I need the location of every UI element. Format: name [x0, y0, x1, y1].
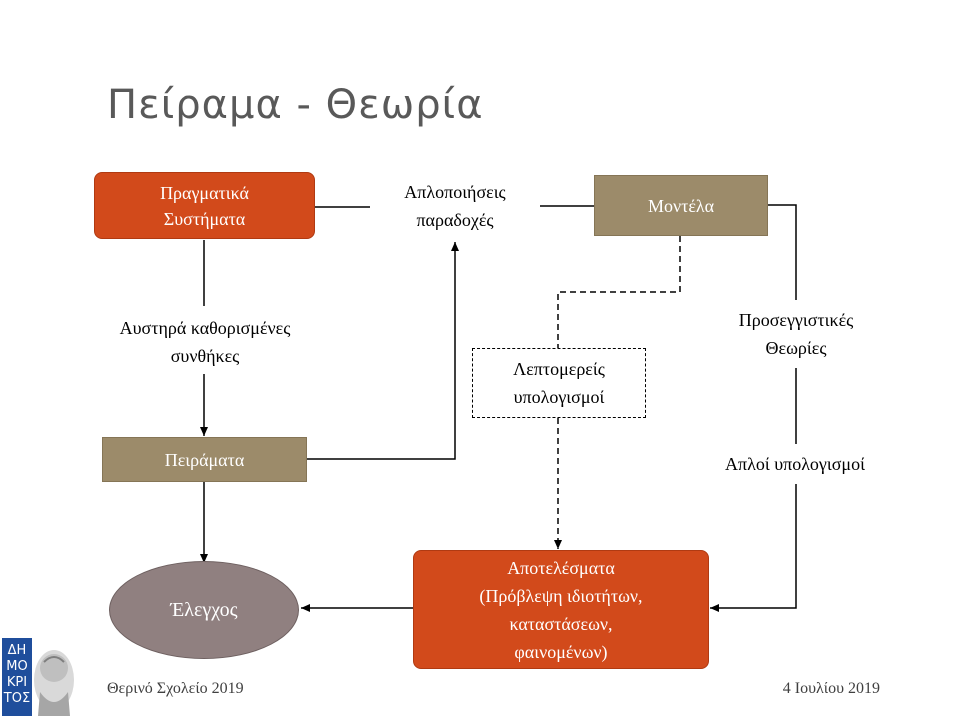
node-real-systems-line1: Πραγματικά	[160, 182, 249, 203]
label-approx-theories-line2: Θεωρίες	[765, 338, 827, 358]
link-models-to-approx-theories	[768, 204, 797, 300]
democritus-logo-art: ΔΗ ΜΟ ΚΡΙ ΤΟΣ	[0, 632, 78, 718]
label-simple-calcs: Απλοί υπολογισμοί	[694, 450, 896, 478]
label-strict-conditions-line1: Αυστηρά καθορισμένες	[119, 318, 291, 338]
node-experiments-label: Πειράματα	[164, 449, 245, 470]
node-results-line1: Αποτελέσματα	[507, 557, 615, 578]
node-models-label: Μοντέλα	[647, 195, 715, 216]
arrow-simple-calcs-to-results	[710, 484, 797, 612]
label-simplifications: Απλοποιήσεις παραδοχές	[374, 178, 536, 234]
footer-date: 4 Ιουλίου 2019	[782, 680, 880, 697]
node-experiments: Πειράματα	[102, 437, 307, 482]
label-approx-theories: Προσεγγιστικές Θεωρίες	[708, 306, 884, 362]
node-models: Μοντέλα	[594, 175, 768, 236]
democritus-logo: ΔΗ ΜΟ ΚΡΙ ΤΟΣ	[0, 632, 78, 718]
node-results-line4: φαινομένων)	[514, 641, 608, 662]
label-strict-conditions-line2: συνθήκες	[170, 346, 240, 366]
label-simplifications-line2: παραδοχές	[416, 210, 494, 230]
node-real-systems: Πραγματικά Συστήματα	[94, 172, 315, 239]
node-control-label: Έλεγχος	[170, 598, 238, 621]
label-simplifications-line1: Απλοποιήσεις	[404, 182, 506, 202]
node-real-systems-line2: Συστήματα	[163, 208, 246, 229]
node-results-line2: (Πρόβλεψη ιδιοτήτων,	[479, 585, 643, 606]
label-approx-theories-line1: Προσεγγιστικές	[738, 310, 854, 330]
footer-event: Θερινό Σχολείο 2019	[107, 680, 244, 697]
label-detailed-calcs-line2: υπολογισμοί	[513, 387, 605, 407]
label-strict-conditions: Αυστηρά καθορισμένες συνθήκες	[82, 314, 328, 370]
label-detailed-calcs: Λεπτομερείς υπολογισμοί	[472, 348, 646, 418]
svg-text:ΔΗ: ΔΗ	[8, 643, 27, 658]
link-models-to-detailed-calcs	[557, 236, 681, 348]
arrow-experiments-to-simplifications	[307, 242, 459, 460]
svg-text:ΚΡΙ: ΚΡΙ	[7, 675, 27, 690]
node-results: Αποτελέσματα (Πρόβλεψη ιδιοτήτων, καταστ…	[413, 550, 709, 669]
node-results-line3: καταστάσεων,	[509, 613, 613, 634]
slide-title: Πείραμα - Θεωρία	[107, 82, 484, 128]
node-control: Έλεγχος	[109, 561, 299, 659]
svg-text:ΤΟΣ: ΤΟΣ	[3, 691, 30, 706]
label-detailed-calcs-line1: Λεπτομερείς	[513, 359, 605, 379]
svg-text:ΜΟ: ΜΟ	[6, 659, 27, 674]
label-simple-calcs-line1: Απλοί υπολογισμοί	[725, 454, 865, 474]
